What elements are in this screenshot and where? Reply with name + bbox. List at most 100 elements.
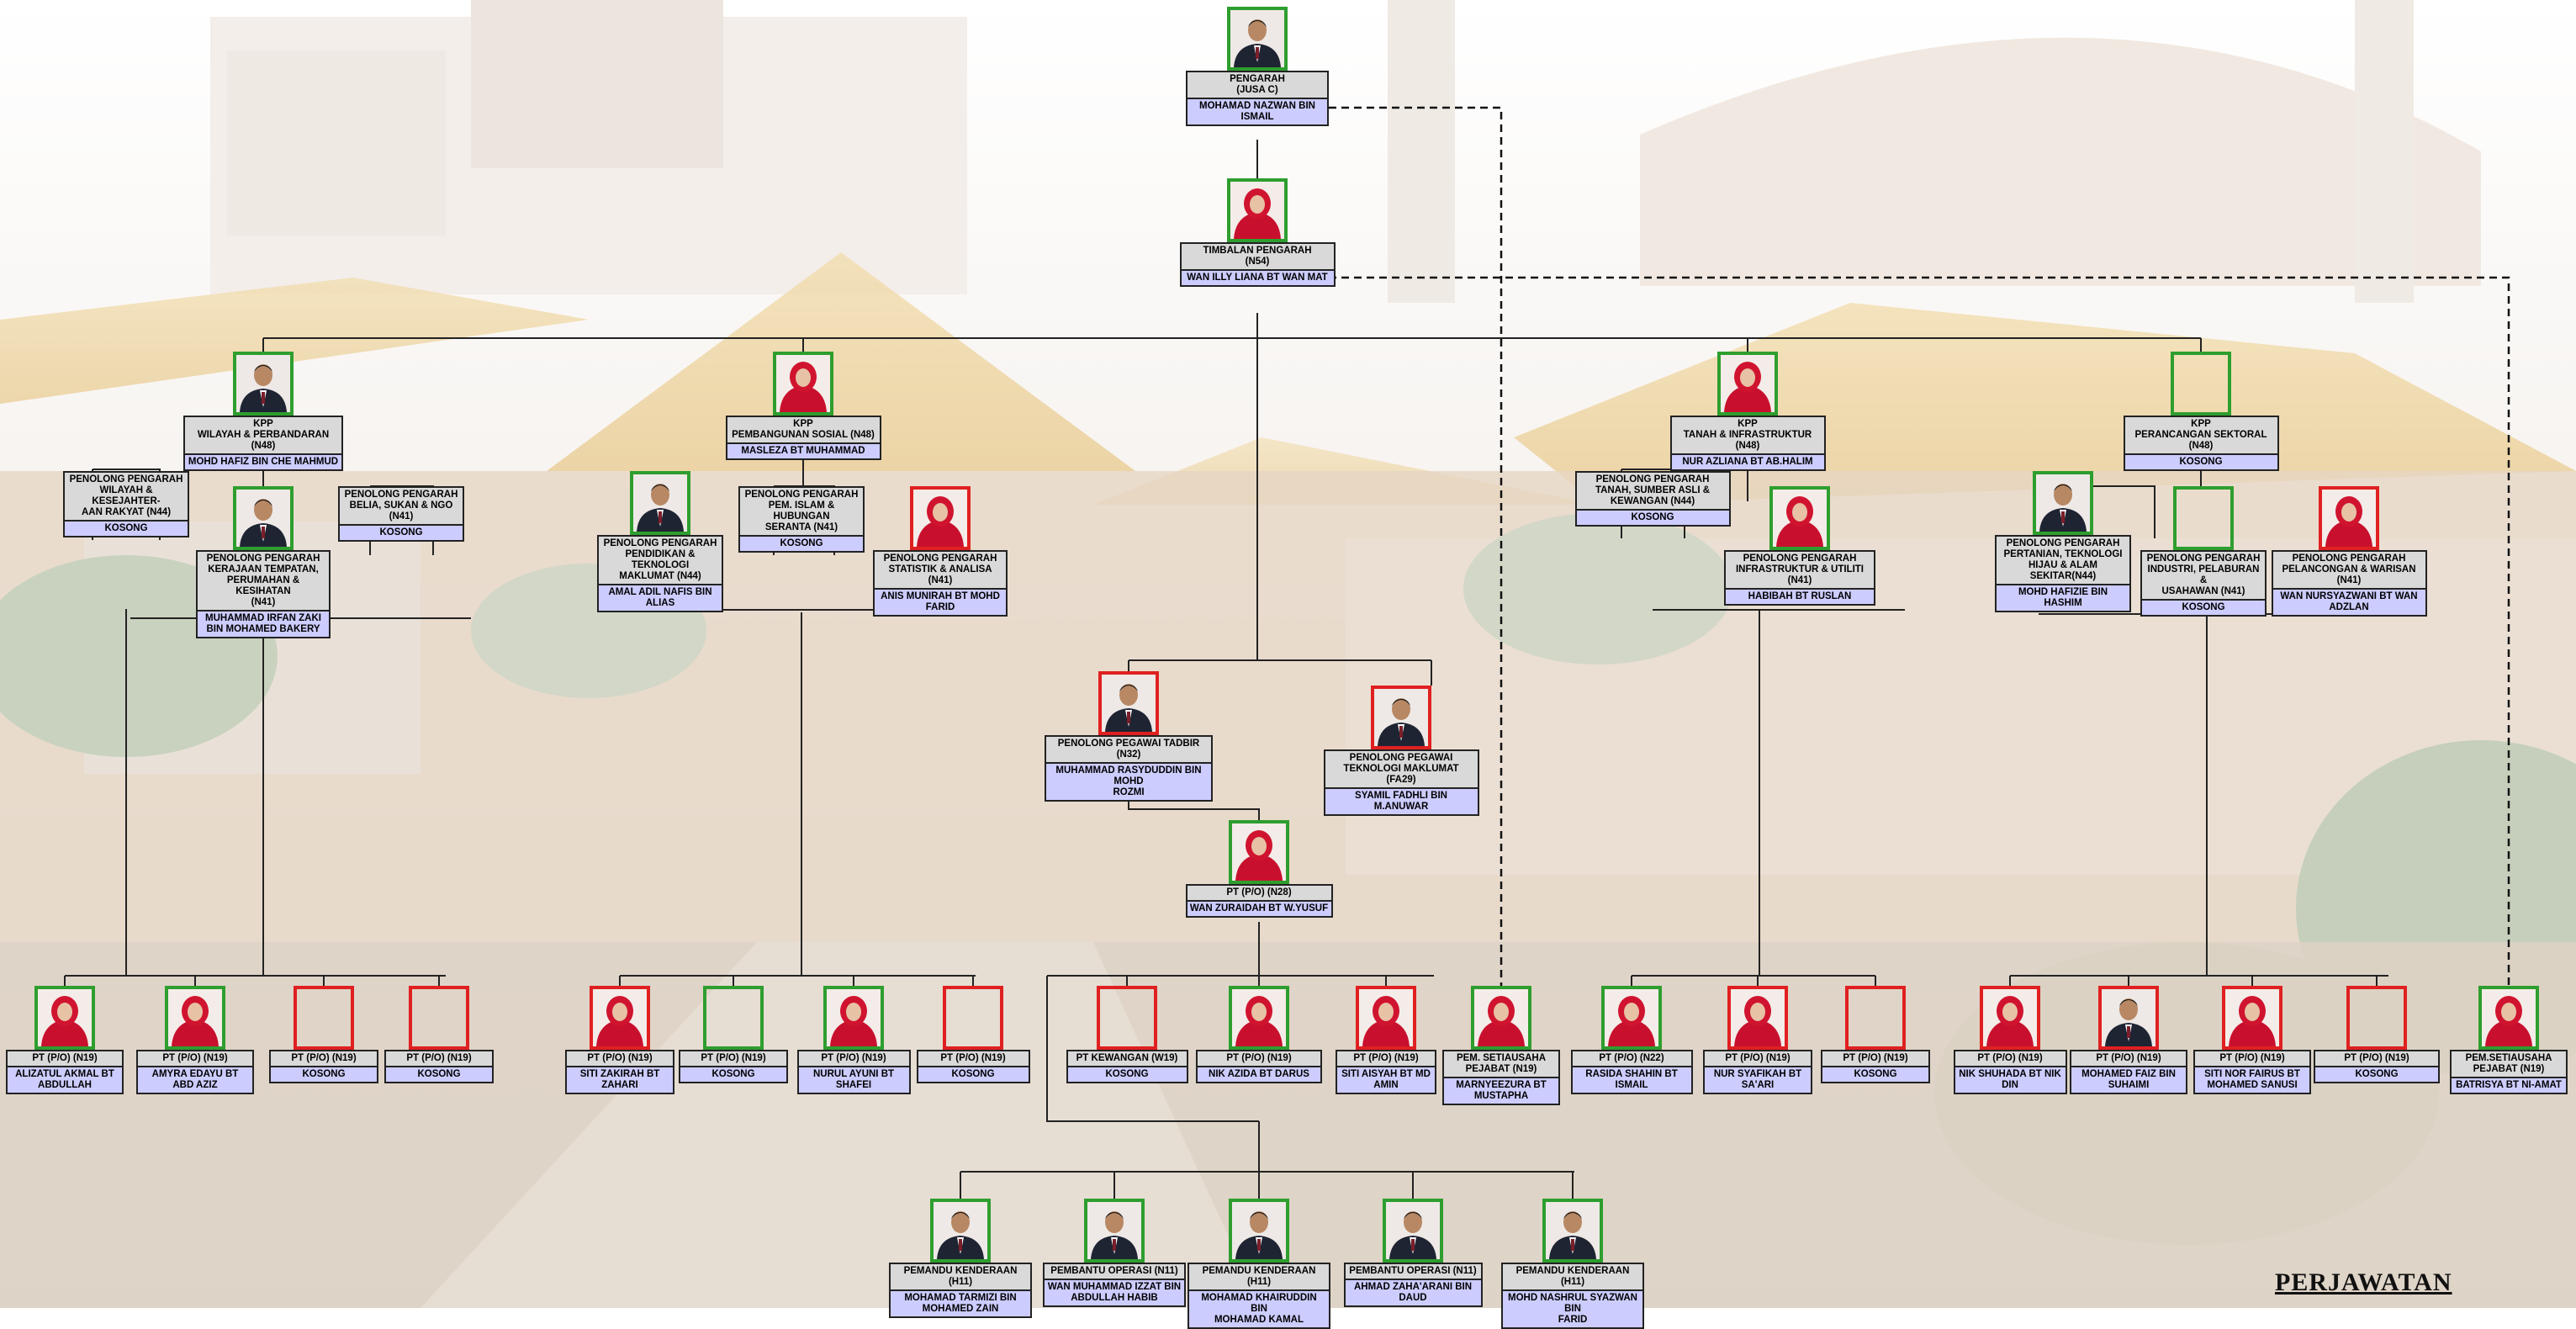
position-title: PT (P/O) (N19) bbox=[1196, 1050, 1322, 1066]
org-node-s13: PT (P/O) (N22)RASIDA SHAHIN BT ISMAIL bbox=[1570, 986, 1693, 1094]
staff-name: MOHAMED FAIZ BIN SUHAIMI bbox=[2070, 1066, 2187, 1094]
staff-name: KOSONG bbox=[738, 535, 865, 553]
staff-photo bbox=[1383, 1199, 1443, 1263]
position-title: PT (P/O) (N19) bbox=[796, 1050, 911, 1066]
org-node-pp-pertanian: PENOLONG PENGARAH PERTANIAN, TEKNOLOGI H… bbox=[1995, 471, 2131, 612]
org-node-pp-belia: PENOLONG PENGARAH BELIA, SUKAN & NGO (N4… bbox=[338, 486, 464, 542]
staff-photo bbox=[630, 471, 690, 535]
staff-name: KOSONG bbox=[1574, 509, 1731, 527]
staff-photo bbox=[590, 986, 650, 1050]
vacant-photo-frame bbox=[2173, 486, 2234, 550]
position-title: PT (P/O) (N19) bbox=[6, 1050, 124, 1066]
staff-name: NUR AZLIANA BT AB.HALIM bbox=[1669, 453, 1826, 471]
staff-name: MOHD NASHRUL SYAZWAN BIN FARID bbox=[1501, 1289, 1644, 1329]
position-title: PT (P/O) (N19) bbox=[1703, 1050, 1812, 1066]
position-title: KPP PERANCANGAN SEKTORAL (N48) bbox=[2123, 416, 2279, 453]
position-title: PENOLONG PEGAWAI TADBIR (N32) bbox=[1045, 735, 1213, 762]
position-title: PT (P/O) (N19) bbox=[565, 1050, 674, 1066]
staff-name: KOSONG bbox=[2123, 453, 2279, 471]
staff-name: BATRISYA BT NI-AMAT bbox=[2450, 1077, 2568, 1094]
vacant-photo-frame bbox=[1845, 986, 1906, 1050]
staff-name: WAN MUHAMMAD IZZAT BIN ABDULLAH HABIB bbox=[1043, 1279, 1186, 1307]
staff-name: WAN ZURAIDAH BT W.YUSUF bbox=[1185, 900, 1333, 918]
position-title: PEMANDU KENDERAAN (H11) bbox=[1501, 1263, 1644, 1289]
org-node-pp-statistik: PENOLONG PENGARAH STATISTIK & ANALISA (N… bbox=[873, 486, 1008, 617]
staff-photo bbox=[1227, 7, 1288, 71]
org-node-s12: PEM. SETIAUSAHA PEJABAT (N19)MARNYEEZURA… bbox=[1442, 986, 1560, 1105]
page-caption: PERJAWATAN bbox=[2275, 1268, 2452, 1296]
org-node-pp-islam: PENOLONG PENGARAH PEM. ISLAM & HUBUNGAN … bbox=[738, 486, 865, 553]
staff-photo bbox=[233, 486, 294, 550]
staff-name: SYAMIL FADHLI BIN M.ANUWAR bbox=[1323, 787, 1479, 816]
position-title: PENOLONG PEGAWAI TEKNOLOGI MAKLUMAT (FA2… bbox=[1323, 749, 1479, 787]
position-title: PT (P/O) (N19) bbox=[2314, 1050, 2440, 1066]
staff-name: KOSONG bbox=[269, 1066, 378, 1083]
org-node-pp-industri: PENOLONG PENGARAH INDUSTRI, PELABURAN & … bbox=[2140, 486, 2267, 617]
org-node-d2: PEMBANTU OPERASI (N11)WAN MUHAMMAD IZZAT… bbox=[1043, 1199, 1186, 1307]
staff-photo bbox=[2033, 471, 2093, 535]
staff-photo bbox=[1542, 1199, 1603, 1263]
staff-photo bbox=[1229, 820, 1289, 884]
staff-name: AMYRA EDAYU BT ABD AZIZ bbox=[136, 1066, 254, 1094]
position-title: PT (P/O) (N19) bbox=[136, 1050, 254, 1066]
staff-photo bbox=[165, 986, 225, 1050]
org-node-s19: PT (P/O) (N19)KOSONG bbox=[2314, 986, 2440, 1083]
org-node-s20: PEM.SETIAUSAHA PEJABAT (N19)BATRISYA BT … bbox=[2450, 986, 2568, 1094]
staff-photo bbox=[1371, 686, 1431, 749]
position-title: PENOLONG PENGARAH BELIA, SUKAN & NGO (N4… bbox=[338, 486, 464, 524]
position-title: PT (P/O) (N19) bbox=[384, 1050, 494, 1066]
staff-name: MUHAMMAD IRFAN ZAKI BIN MOHAMED BAKERY bbox=[196, 610, 331, 638]
staff-photo bbox=[1769, 486, 1830, 550]
staff-photo bbox=[1601, 986, 1662, 1050]
org-node-pt-n28: PT (P/O) (N28)WAN ZURAIDAH BT W.YUSUF bbox=[1185, 820, 1333, 918]
position-title: PEMBANTU OPERASI (N11) bbox=[1343, 1263, 1483, 1279]
staff-name: MOHD HAFIZ BIN CHE MAHMUD bbox=[183, 453, 343, 471]
org-node-pp-tanah: PENOLONG PENGARAH TANAH, SUMBER ASLI & K… bbox=[1574, 471, 1731, 527]
position-title: PEM.SETIAUSAHA PEJABAT (N19) bbox=[2450, 1050, 2568, 1077]
org-node-d3: PEMANDU KENDERAAN (H11)MOHAMAD KHAIRUDDI… bbox=[1187, 1199, 1330, 1329]
staff-photo bbox=[233, 352, 294, 416]
position-title: PT (P/O) (N19) bbox=[2193, 1050, 2311, 1066]
staff-photo bbox=[1980, 986, 2040, 1050]
staff-photo bbox=[34, 986, 95, 1050]
staff-photo bbox=[1717, 352, 1778, 416]
staff-name: SITI AISYAH BT MD AMIN bbox=[1336, 1066, 1436, 1094]
staff-name: WAN NURSYAZWANI BT WAN ADZLAN bbox=[2271, 588, 2427, 617]
staff-name: KOSONG bbox=[679, 1066, 788, 1083]
org-node-d5: PEMANDU KENDERAAN (H11)MOHD NASHRUL SYAZ… bbox=[1501, 1199, 1644, 1329]
staff-name: KOSONG bbox=[1066, 1066, 1188, 1083]
staff-name: HABIBAH BT RUSLAN bbox=[1724, 588, 1875, 606]
position-title: PEMBANTU OPERASI (N11) bbox=[1043, 1263, 1186, 1279]
org-node-s5: PT (P/O) (N19)SITI ZAKIRAH BT ZAHARI bbox=[565, 986, 674, 1094]
staff-photo bbox=[910, 486, 971, 550]
staff-photo bbox=[773, 352, 833, 416]
position-title: PEM. SETIAUSAHA PEJABAT (N19) bbox=[1442, 1050, 1560, 1077]
staff-name: NIK AZIDA BT DARUS bbox=[1196, 1066, 1322, 1083]
staff-name: KOSONG bbox=[2314, 1066, 2440, 1083]
staff-name: KOSONG bbox=[1821, 1066, 1930, 1083]
staff-name: NUR SYAFIKAH BT SA'ARI bbox=[1703, 1066, 1812, 1094]
staff-name: MARNYEEZURA BT MUSTAPHA bbox=[1442, 1077, 1560, 1105]
org-node-pp-pendidikan: PENOLONG PENGARAH PENDIDIKAN & TEKNOLOGI… bbox=[597, 471, 723, 612]
vacant-photo-frame bbox=[943, 986, 1003, 1050]
position-title: KPP TANAH & INFRASTRUKTUR (N48) bbox=[1669, 416, 1826, 453]
org-node-s9: PT KEWANGAN (W19)KOSONG bbox=[1066, 986, 1188, 1083]
position-title: TIMBALAN PENGARAH (N54) bbox=[1179, 242, 1336, 269]
staff-name: AHMAD ZAHA'ARANI BIN DAUD bbox=[1343, 1279, 1483, 1307]
position-title: PENOLONG PENGARAH WILAYAH & KESEJAHTER- … bbox=[63, 471, 189, 520]
staff-photo bbox=[2098, 986, 2159, 1050]
staff-name: ANIS MUNIRAH BT MOHD FARID bbox=[873, 588, 1008, 617]
staff-photo bbox=[2478, 986, 2539, 1050]
staff-name: RASIDA SHAHIN BT ISMAIL bbox=[1570, 1066, 1693, 1094]
staff-name: ALIZATUL AKMAL BT ABDULLAH bbox=[6, 1066, 124, 1094]
staff-name: SITI NOR FAIRUS BT MOHAMED SANUSI bbox=[2193, 1066, 2311, 1094]
staff-name: WAN ILLY LIANA BT WAN MAT bbox=[1179, 269, 1336, 287]
org-node-s4: PT (P/O) (N19)KOSONG bbox=[384, 986, 494, 1083]
staff-name: MUHAMMAD RASYDUDDIN BIN MOHD ROZMI bbox=[1045, 762, 1213, 802]
vacant-photo-frame bbox=[703, 986, 764, 1050]
staff-photo bbox=[2319, 486, 2379, 550]
vacant-photo-frame bbox=[2171, 352, 2231, 416]
org-node-s11: PT (P/O) (N19)SITI AISYAH BT MD AMIN bbox=[1336, 986, 1436, 1094]
staff-name: KOSONG bbox=[384, 1066, 494, 1083]
position-title: PENOLONG PENGARAH TANAH, SUMBER ASLI & K… bbox=[1574, 471, 1731, 509]
